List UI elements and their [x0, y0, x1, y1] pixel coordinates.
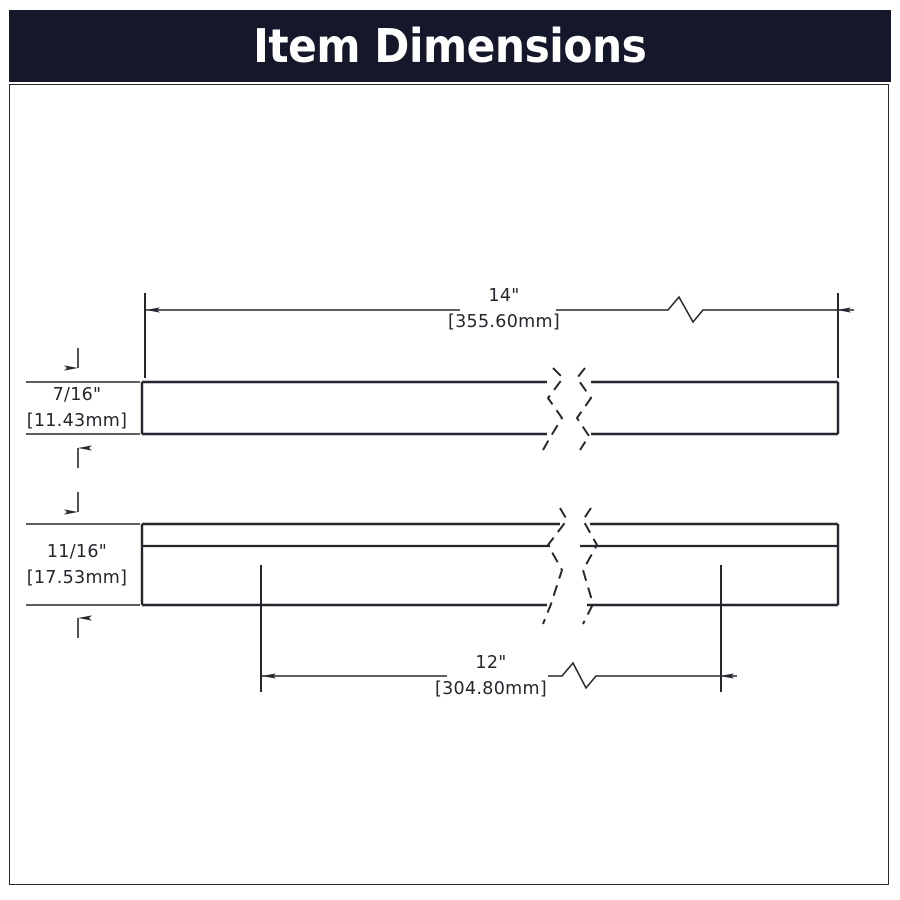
header-bar: Item Dimensions	[9, 10, 891, 82]
page-title: Item Dimensions	[253, 19, 647, 73]
drawing-frame	[9, 84, 889, 885]
